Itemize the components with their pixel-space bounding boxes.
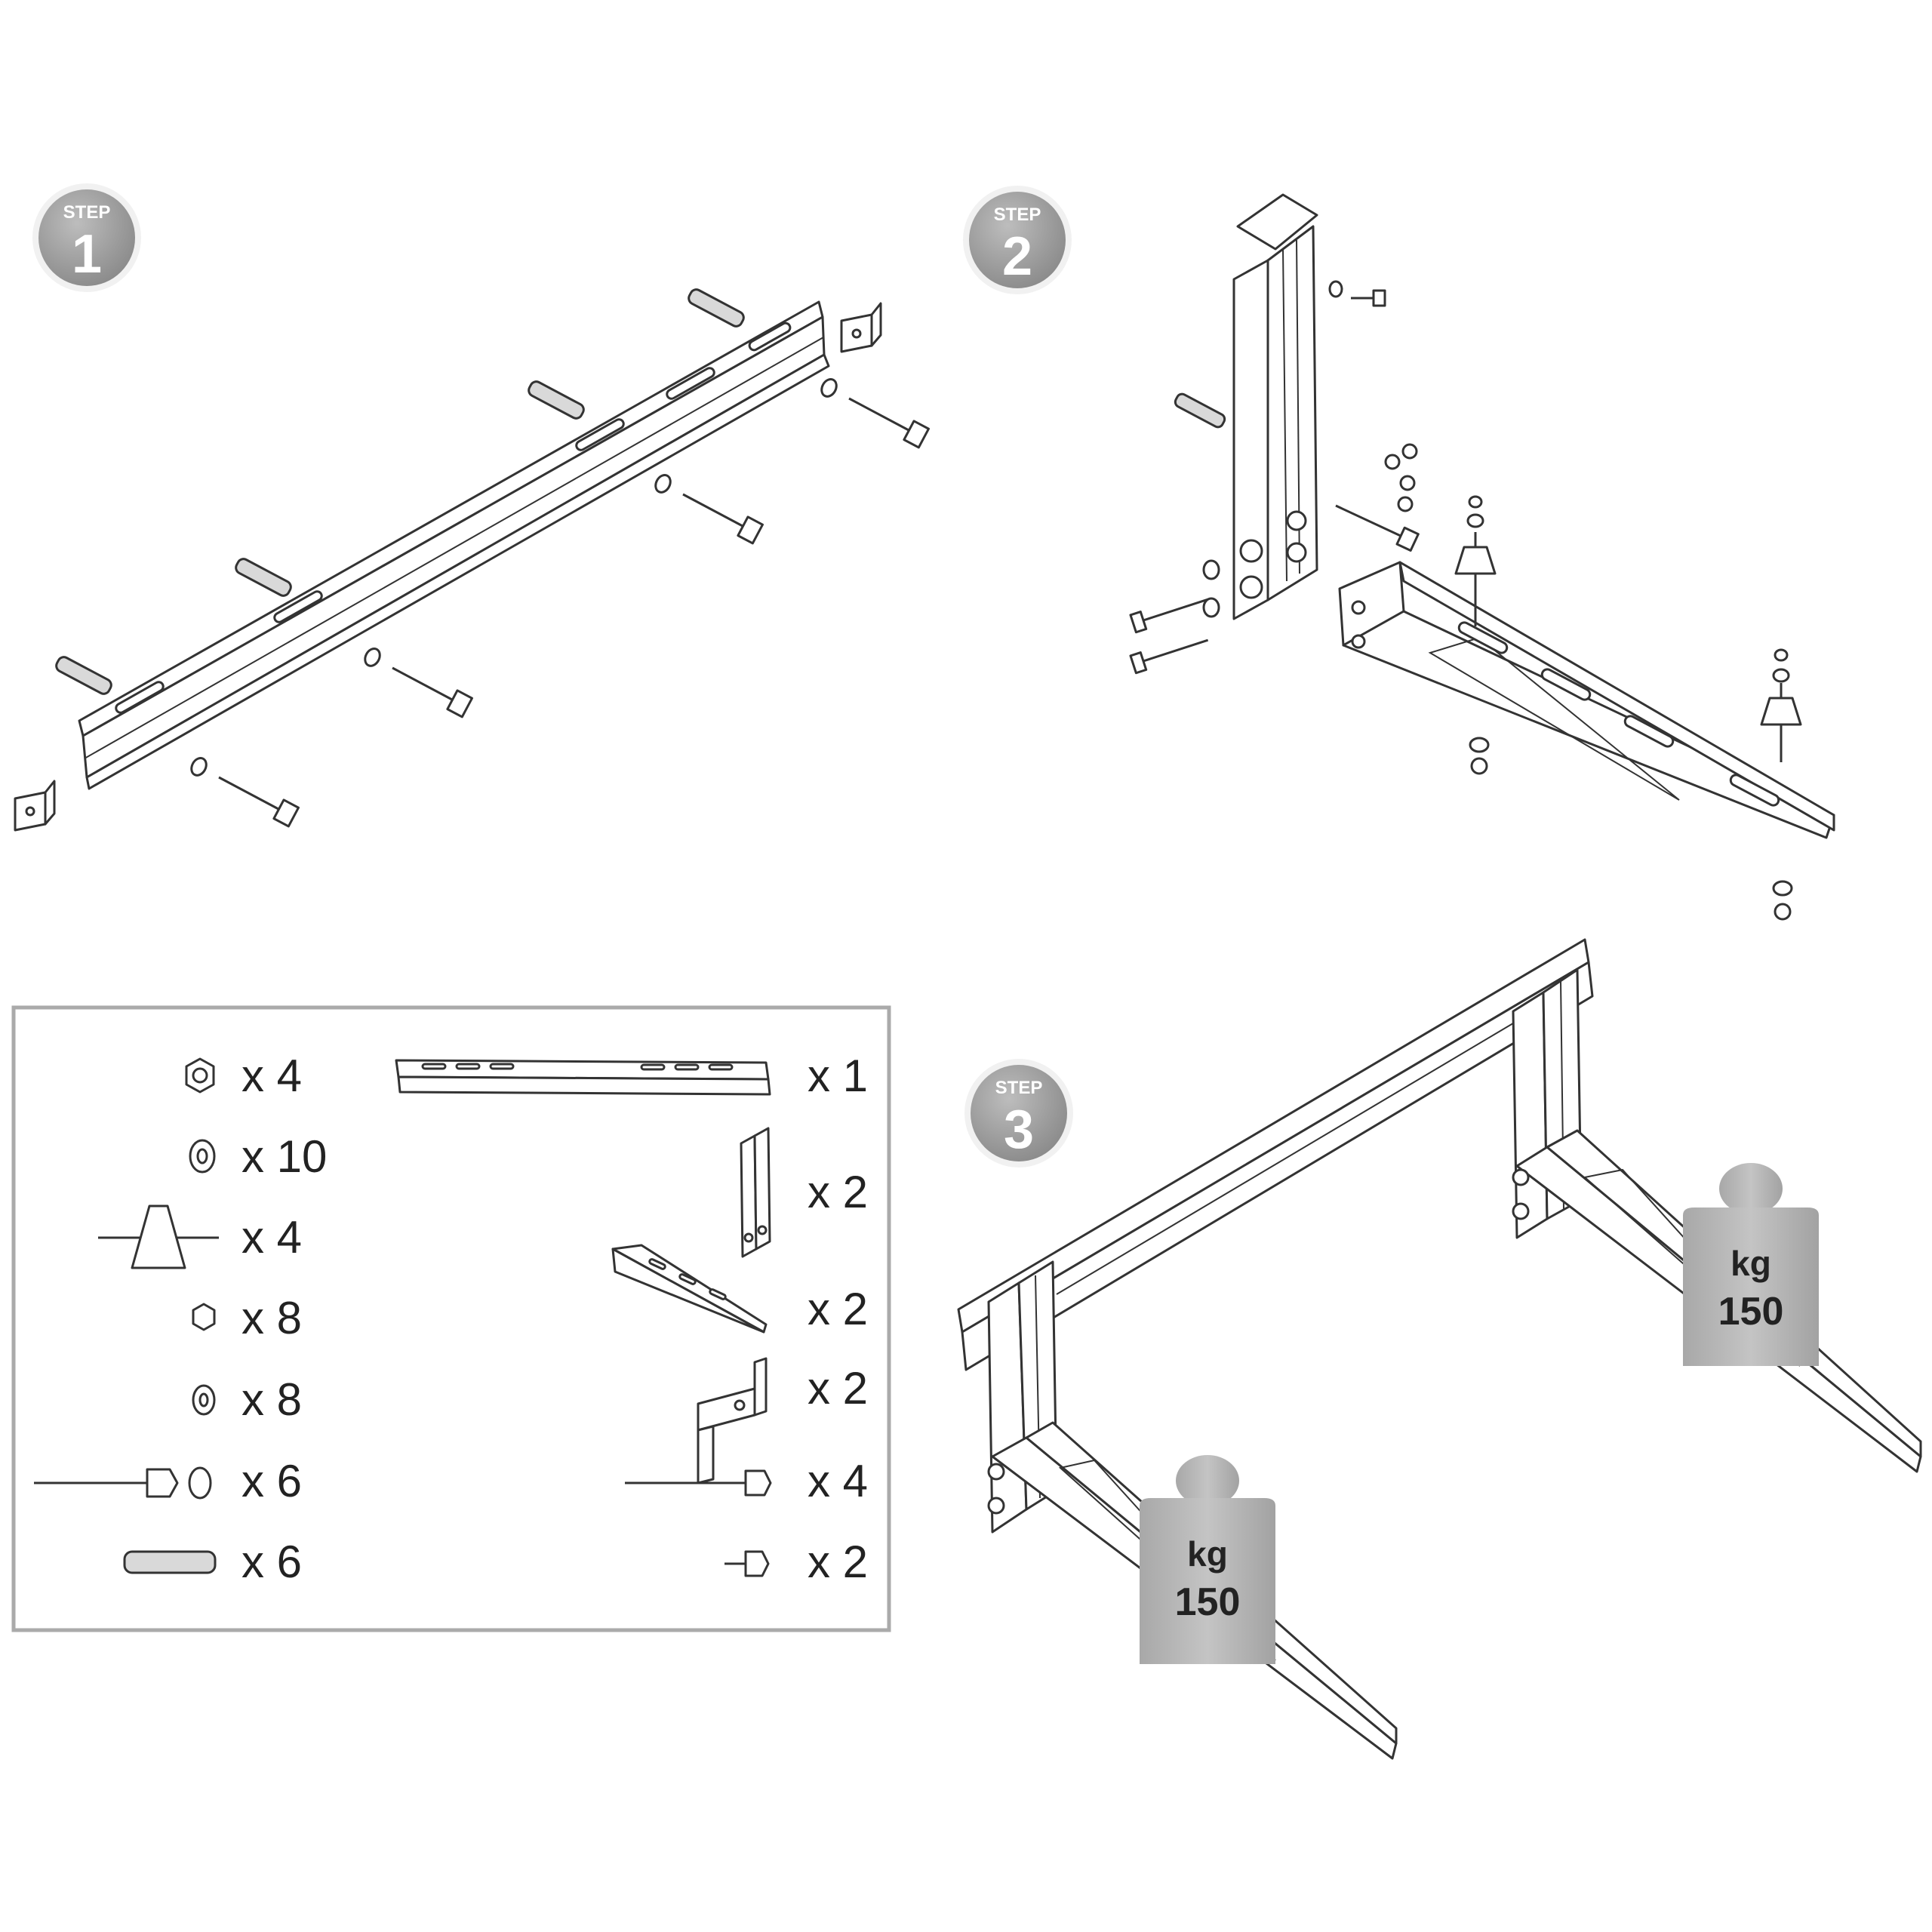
qty-long-bolt: x 4 — [808, 1456, 868, 1506]
weight-150kg-right: kg 150 — [1683, 1163, 1819, 1366]
qty-lag-screw: x 6 — [242, 1456, 302, 1506]
lag-screw-icon — [190, 378, 930, 828]
arm-bracket-icon — [611, 1244, 768, 1334]
qty-hex-nut: x 8 — [242, 1293, 302, 1343]
vertical-bracket-icon — [740, 1127, 771, 1258]
wall-plug-icon — [55, 288, 745, 695]
step-3-word: STEP — [995, 1078, 1043, 1098]
rail-icon — [395, 1059, 771, 1096]
weight-left-value: 150 — [1175, 1580, 1241, 1624]
short-bolt-icon — [724, 1550, 770, 1577]
step-3-number: 3 — [1004, 1100, 1034, 1160]
qty-nut: x 4 — [242, 1051, 302, 1101]
lag-screw-icon — [34, 1466, 212, 1500]
rubber-damper-icon — [98, 1204, 219, 1269]
vertical-bracket — [1232, 193, 1318, 620]
qty-rail: x 1 — [808, 1051, 868, 1101]
weight-left-unit: kg — [1187, 1534, 1228, 1574]
qty-small-washer: x 8 — [242, 1374, 302, 1425]
hex-nut-icon — [192, 1303, 216, 1331]
step-1-number: 1 — [72, 224, 102, 285]
wall-plug-icon — [123, 1550, 217, 1574]
weight-150kg-left: kg 150 — [1140, 1455, 1275, 1664]
qty-wall-plug: x 6 — [242, 1537, 302, 1587]
qty-clip: x 2 — [808, 1363, 868, 1414]
qty-damper: x 4 — [242, 1212, 302, 1263]
step-2-hardware — [1129, 280, 1802, 921]
long-bolt-icon — [625, 1469, 772, 1497]
qty-vertical-bracket: x 2 — [808, 1167, 868, 1217]
arm-bracket — [1338, 561, 1835, 839]
parts-list: x 4 x 10 x 4 x 8 x 8 x 6 x 6 — [11, 1005, 891, 1632]
step-1-word: STEP — [63, 202, 111, 223]
step-badge-1: STEP 1 — [32, 183, 141, 292]
wall-rail — [78, 300, 830, 790]
weight-right-value: 150 — [1718, 1290, 1784, 1334]
washer-icon — [189, 1139, 216, 1174]
clip-icon — [14, 302, 882, 832]
step-2-word: STEP — [994, 205, 1041, 225]
step-1-illustration — [14, 288, 930, 832]
clip-icon — [697, 1357, 768, 1484]
qty-short-bolt: x 2 — [808, 1537, 868, 1587]
qty-washer: x 10 — [242, 1131, 327, 1182]
qty-arm-bracket: x 2 — [808, 1284, 868, 1334]
step-badge-3: STEP 3 — [964, 1059, 1073, 1168]
nut-icon — [185, 1057, 215, 1094]
weight-right-unit: kg — [1730, 1244, 1771, 1283]
step-2-illustration — [1129, 193, 1835, 921]
step-badge-2: STEP 2 — [963, 186, 1072, 294]
step-3-illustration: kg 150 kg 150 — [957, 938, 1922, 1760]
step-2-number: 2 — [1002, 226, 1032, 287]
small-washer-icon — [192, 1384, 216, 1416]
